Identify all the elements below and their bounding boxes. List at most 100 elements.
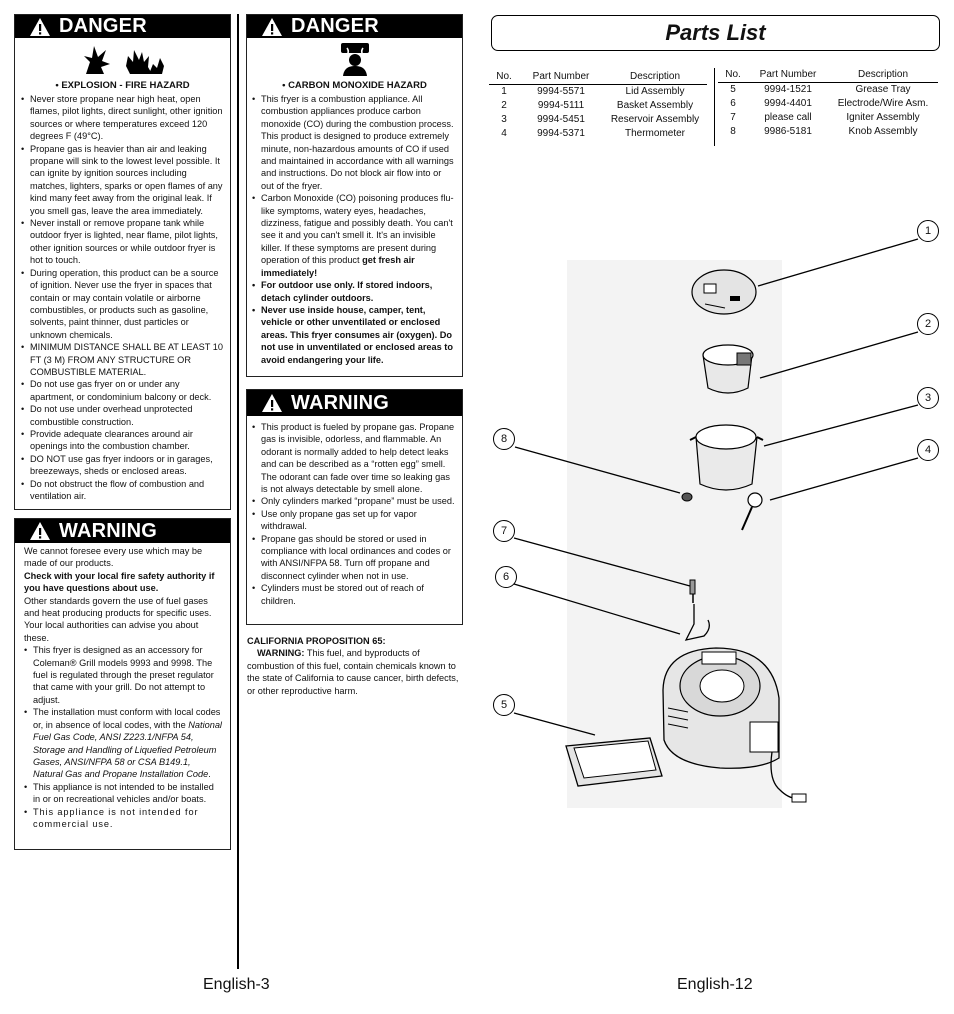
- cell-no: 8: [730, 126, 736, 137]
- warning-header-label: WARNING: [59, 519, 158, 542]
- table-row: 7 please call Igniter Assembly: [718, 111, 938, 125]
- table-row: 2 9994-5111 Basket Assembly: [489, 99, 707, 113]
- list-item: Do not use gas fryer on or under any apa…: [21, 378, 223, 403]
- callout-1: 1: [917, 220, 939, 242]
- cell-description: Thermometer: [624, 128, 685, 139]
- co-hazard-title: • CARBON MONOXIDE HAZARD: [282, 80, 427, 91]
- callout-8: 8: [493, 428, 515, 450]
- list-item: Only cylinders marked “propane” must be …: [252, 495, 455, 508]
- codes-citation: National Fuel Gas Code, ANSI Z223.1/NFPA…: [33, 719, 222, 780]
- cell-part-number: 9994-1521: [764, 84, 812, 95]
- reservoir-assembly-part: [689, 424, 764, 491]
- cell-no: 7: [730, 112, 736, 123]
- callout-4: 4: [917, 439, 939, 461]
- cell-part-number: please call: [764, 112, 812, 123]
- parts-list-title: Parts List: [665, 20, 766, 45]
- cell-no: 5: [730, 84, 736, 95]
- callout-7: 7: [493, 520, 515, 542]
- col-no: No.: [489, 71, 519, 85]
- table-divider: [714, 68, 715, 146]
- danger-header-label: DANGER: [291, 15, 379, 37]
- electrode-wire-part: [684, 604, 710, 641]
- col-no: No.: [718, 69, 748, 83]
- cell-description: Lid Assembly: [625, 86, 685, 97]
- warning-intro-bold: Check with your local fire safety author…: [24, 570, 215, 594]
- warning-propane-box: WARNING This product is fueled by propan…: [246, 389, 463, 625]
- cell-part-number: 9994-4401: [764, 98, 812, 109]
- table-header-row: No. Part Number Description: [489, 71, 707, 85]
- cell-description: Electrode/Wire Asm.: [837, 98, 929, 109]
- list-item: Never store propane near high heat, open…: [21, 93, 223, 143]
- explosion-hazard-title: • EXPLOSION - FIRE HAZARD: [55, 80, 190, 91]
- danger-co-box: DANGER • CARBON MONOXIDE HAZARD This fry…: [246, 14, 463, 377]
- danger-header-label: DANGER: [59, 15, 147, 37]
- cell-no: 4: [501, 128, 507, 139]
- grease-tray-part: [565, 737, 663, 787]
- list-item: Propane gas is heavier than air and leak…: [21, 143, 223, 217]
- cell-part-number: 9994-5111: [537, 100, 585, 111]
- parts-list-title-box: Parts List: [491, 15, 940, 51]
- cell-description: Grease Tray: [855, 84, 911, 95]
- list-item: Do not obstruct the flow of combustion a…: [21, 478, 223, 503]
- list-item: Carbon Monoxide (CO) poisoning produces …: [252, 192, 454, 279]
- warning-header: WARNING: [247, 390, 462, 416]
- warning-use-list: This fryer is designed as an accessory f…: [24, 644, 222, 830]
- carbon-monoxide-icon: [340, 43, 369, 76]
- list-item: MINIMUM DISTANCE SHALL BE AT LEAST 10 FT…: [21, 341, 223, 378]
- warning-use-box: WARNING We cannot foresee every use whic…: [14, 518, 231, 850]
- table-row: 1 9994-5571 Lid Assembly: [489, 85, 707, 100]
- cell-no: 2: [501, 100, 507, 111]
- callout-2: 2: [917, 313, 939, 335]
- warning-intro: We cannot foresee every use which may be…: [24, 546, 203, 569]
- cell-description: Igniter Assembly: [846, 112, 920, 123]
- prop65-title: CALIFORNIA PROPOSITION 65:: [247, 636, 386, 646]
- igniter-assembly-part: [689, 579, 696, 603]
- callout-6: 6: [495, 566, 517, 588]
- col-part-number: Part Number: [748, 69, 828, 83]
- explosion-hazard-list: Never store propane near high heat, open…: [15, 93, 230, 502]
- basket-assembly-part: [702, 344, 754, 394]
- parts-table-left: No. Part Number Description 1 9994-5571 Li…: [489, 71, 707, 141]
- warning-triangle-icon: [30, 522, 50, 540]
- page-number-left: English-3: [203, 976, 270, 993]
- cell-part-number: 9994-5571: [537, 86, 585, 97]
- warning-triangle-icon: [30, 17, 50, 36]
- list-item: This appliance is not intended to be ins…: [24, 781, 222, 806]
- list-item: This appliance is not intended for comme…: [24, 806, 222, 831]
- warning-triangle-icon: [262, 17, 282, 36]
- table-row: 5 9994-1521 Grease Tray: [718, 83, 938, 98]
- danger-explosion-box: DANGER • EXPLOSION - FIRE HAZARD Never s…: [14, 14, 231, 510]
- warning-header-label: WARNING: [291, 391, 390, 414]
- list-item: For outdoor use only. If stored indoors,…: [252, 279, 454, 304]
- leader-lines: [513, 238, 919, 736]
- list-item: This fryer is designed as an accessory f…: [24, 644, 222, 706]
- knob-assembly-part: [681, 492, 693, 502]
- danger-header: DANGER: [15, 15, 230, 38]
- california-prop65: CALIFORNIA PROPOSITION 65: WARNING: This…: [247, 635, 463, 697]
- col-description: Description: [828, 69, 938, 83]
- list-item: Use only propane gas set up for vapor wi…: [252, 508, 455, 533]
- callout-5: 5: [493, 694, 515, 716]
- cell-no: 3: [501, 114, 507, 125]
- col-description: Description: [603, 71, 707, 85]
- cell-description: Basket Assembly: [616, 100, 694, 111]
- explosion-fire-icon: [83, 46, 164, 74]
- page-number-right: English-12: [677, 976, 753, 993]
- warning-intro-2: Other standards govern the use of fuel g…: [24, 595, 212, 643]
- fryer-base-housing: [662, 647, 807, 803]
- col-part-number: Part Number: [519, 71, 603, 85]
- parts-table-right: No. Part Number Description 5 9994-1521 Gr…: [718, 69, 938, 139]
- list-item: Provide adequate clearances around air o…: [21, 428, 223, 453]
- callout-3: 3: [917, 387, 939, 409]
- warning-header: WARNING: [15, 519, 230, 543]
- lid-assembly-part: [691, 269, 757, 315]
- list-item: This product is fueled by propane gas. P…: [252, 421, 455, 495]
- co-hazard-list: This fryer is a combustion appliance. Al…: [247, 93, 462, 366]
- cell-no: 1: [501, 86, 507, 97]
- warning-triangle-icon: [262, 394, 282, 412]
